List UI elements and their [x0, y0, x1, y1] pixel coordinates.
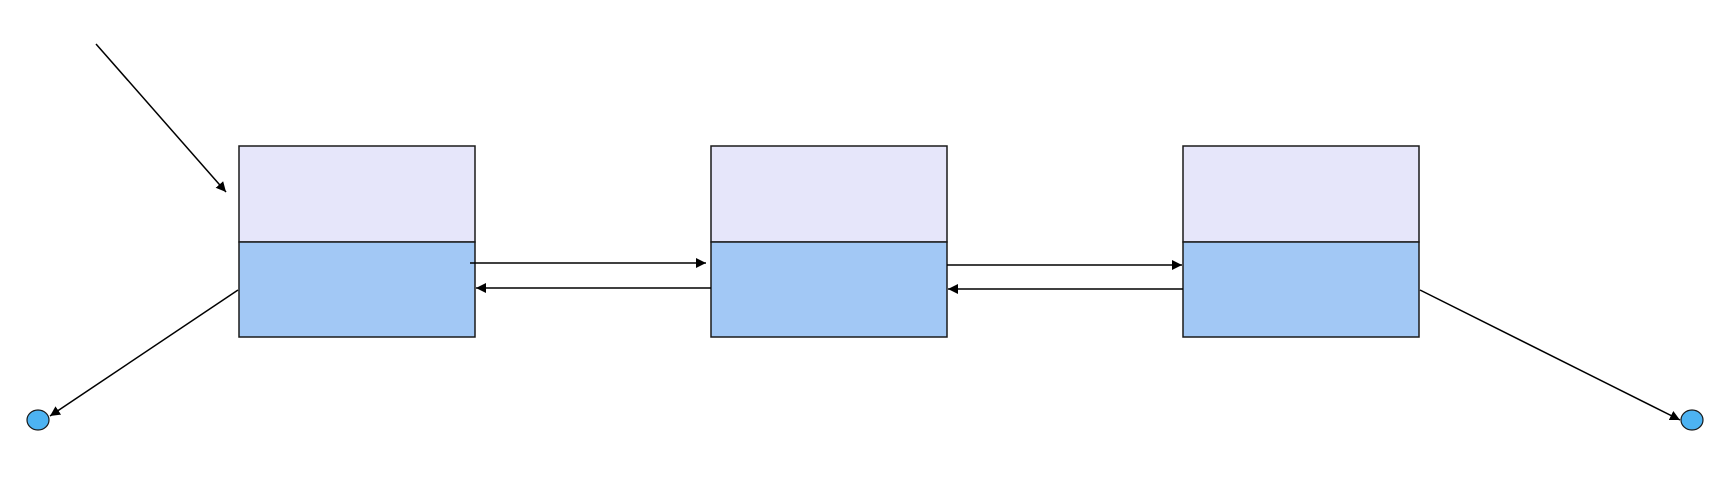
link-node3-to-null-right-arrow [1419, 289, 1681, 421]
link-node1-to-null-left-arrow [49, 289, 239, 417]
node-3-data-cell [1182, 145, 1420, 243]
head-pointer-arrow [95, 43, 227, 193]
null-terminator-right [1680, 409, 1704, 431]
node-1 [238, 145, 476, 338]
node-3-pointer-cell [1182, 241, 1420, 338]
node-2 [710, 145, 948, 338]
node-2-pointer-cell [710, 241, 948, 338]
null-terminator-left [26, 409, 50, 431]
node-3 [1182, 145, 1420, 338]
node-1-data-cell [238, 145, 476, 243]
node-1-pointer-cell [238, 241, 476, 338]
node-2-data-cell [710, 145, 948, 243]
